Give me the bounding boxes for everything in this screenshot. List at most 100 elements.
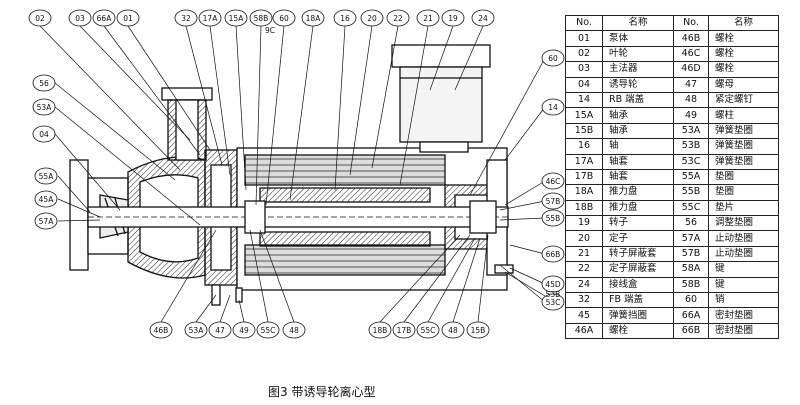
callout-label: 21 [423, 14, 433, 23]
part-number-cell: 60 [673, 292, 709, 309]
callout-label: 03 [75, 14, 85, 23]
part-number-cell: 47 [673, 76, 709, 93]
callout-label: 53C [546, 298, 561, 307]
callout-label: 55C [421, 326, 436, 335]
callout-label: 16 [340, 14, 350, 23]
part-number-cell: 53A [673, 122, 709, 140]
callout-top [28, 9, 495, 27]
part-name-cell: 推力盘 [602, 199, 674, 217]
part-number-cell: 46D [673, 61, 709, 78]
callout-label: 22 [393, 14, 403, 23]
part-number-cell: 55B [673, 184, 709, 201]
callout-label: 20 [367, 14, 377, 23]
part-name-cell: 螺母 [708, 76, 779, 93]
part-number-cell: 24 [565, 276, 603, 294]
callout-label: 57A [39, 217, 55, 226]
part-name-cell: FB 端盖 [602, 292, 674, 309]
part-number-cell: 18B [565, 199, 603, 217]
part-number-cell: 48 [673, 91, 709, 109]
callout-label: 04 [39, 130, 49, 139]
part-number-cell: 02 [565, 45, 603, 63]
part-name-cell: 垫圈 [708, 168, 779, 186]
callout-label: 55C [261, 326, 276, 335]
part-name-cell: 推力盘 [602, 184, 674, 201]
callout-label: 57B [546, 197, 561, 206]
part-number-cell: 21 [565, 245, 603, 263]
part-name-cell: 主法器 [602, 61, 674, 78]
callout-label: 53A [37, 103, 53, 112]
part-number-cell: 53C [673, 153, 709, 170]
part-name-cell: 止动垫圈 [708, 245, 779, 263]
pump-cross-section-diagram: 02 03 66A 01 32 17A 15A 58B 60 18A 16 20… [28, 9, 565, 339]
column-header: 名称 [602, 14, 674, 32]
part-number-cell: 03 [565, 61, 603, 78]
part-number-cell: 57B [673, 245, 709, 263]
part-name-cell: 密封垫圈 [708, 322, 779, 340]
part-number-cell: 66B [673, 322, 709, 340]
part-number-cell: 15B [565, 122, 603, 140]
callout-label: 15A [229, 14, 245, 23]
part-number-cell: 17B [565, 168, 603, 186]
part-number-cell: 49 [673, 107, 709, 124]
part-number-cell: 57A [673, 230, 709, 247]
callout-label: 56 [39, 79, 49, 88]
part-name-cell: 弹簧垫圈 [708, 122, 779, 140]
part-number-cell: 46A [565, 322, 603, 340]
callout-bottom [149, 321, 490, 339]
part-number-cell: 19 [565, 215, 603, 232]
part-name-cell: 调整垫圈 [708, 215, 779, 232]
callout-label-small: 9C [265, 26, 275, 35]
callout-label: 02 [35, 14, 45, 23]
callout-label: 60 [548, 54, 558, 63]
callout-label: 47 [215, 326, 225, 335]
part-name-cell: RB 端盖 [602, 91, 674, 109]
callout-label: 15B [471, 326, 486, 335]
callout-label: 53B [546, 290, 561, 299]
callout-label: 45A [39, 195, 55, 204]
part-number-cell: 01 [565, 30, 603, 47]
callout-label: 17B [397, 326, 412, 335]
shaft [87, 200, 509, 234]
callouts [28, 9, 565, 339]
callout-label: 17A [203, 14, 219, 23]
part-number-cell: 14 [565, 91, 603, 109]
part-name-cell: 轴承 [602, 122, 674, 140]
part-name-cell: 诱导轮 [602, 76, 674, 93]
column-header: No. [673, 14, 709, 32]
callout-label: 18B [373, 326, 388, 335]
callout-label: 46B [154, 326, 169, 335]
callout-labels: 02 03 66A 01 32 17A 15A 58B 60 18A 16 20… [35, 14, 561, 335]
leader-lines [39, 25, 546, 323]
callout-label: 66A [97, 14, 113, 23]
part-name-cell: 弹簧垫圈 [708, 153, 779, 170]
part-name-cell: 螺栓 [602, 322, 674, 340]
part-number-cell: 17A [565, 153, 603, 170]
part-name-cell: 转子 [602, 215, 674, 232]
part-number-cell: 18A [565, 184, 603, 201]
part-number-cell: 53B [673, 138, 709, 155]
callout-label: 19 [448, 14, 458, 23]
callout-label: 53A [189, 326, 205, 335]
part-name-cell: 定子 [602, 230, 674, 247]
part-number-cell: 15A [565, 107, 603, 124]
callout-label: 48 [448, 326, 458, 335]
callout-label: 14 [548, 103, 558, 112]
part-name-cell: 泵体 [602, 30, 674, 47]
part-number-cell: 58B [673, 276, 709, 294]
part-name-cell: 轴套 [602, 153, 674, 170]
figure-caption: 图3 带诱导轮离心型 [268, 385, 376, 399]
callout-label: 58B [254, 14, 269, 23]
